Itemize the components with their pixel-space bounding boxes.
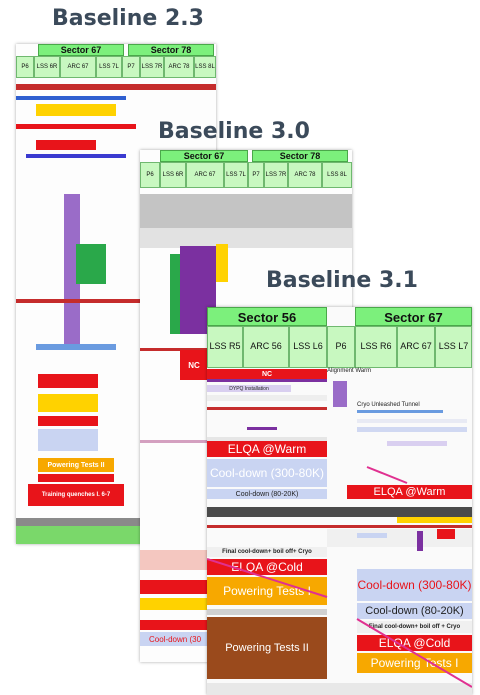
schedule-bar [26, 154, 126, 158]
final-cooldown-right-bar: Final cool-down+ boil off + Cryo [357, 621, 472, 633]
column-header: LSS 7L [224, 162, 248, 188]
schedule-bar [397, 517, 472, 523]
schedule-bar [16, 124, 136, 129]
nc-bar: NC [207, 369, 327, 379]
cool-down-left-bar: Cool-down (300-80K) [207, 459, 327, 487]
column-header: LSS L6 [289, 326, 327, 368]
schedule-bar [207, 407, 327, 410]
column-header: LSS 6R [160, 162, 186, 188]
elqa-cold-left-bar: ELQA @Cold [207, 559, 327, 575]
column-header: LSS 6R [34, 56, 60, 78]
schedule-bar [64, 194, 80, 344]
schedule-bar [36, 104, 116, 116]
schedule-bar [247, 427, 277, 430]
sector-header: Sector 67 [355, 307, 472, 326]
overlay-line [356, 618, 472, 688]
column-header: P7 [248, 162, 264, 188]
schedule-bar [207, 683, 472, 695]
sector-header: Sector 78 [128, 44, 214, 56]
sector-header: Sector 67 [38, 44, 124, 56]
powering-tests-ii-bar: Powering Tests II [207, 617, 327, 679]
arc-header: ARC 56 [243, 326, 289, 368]
schedule-bar [207, 507, 472, 517]
schedule-bar [357, 410, 443, 413]
schedule-bar [16, 84, 216, 90]
column-header: LSS 8L [322, 162, 352, 188]
training-quenches-bar: Training quenches I. 6-7 [28, 484, 124, 506]
arc-header: ARC 78 [164, 56, 194, 78]
dypq-bar: DYPQ Installation [207, 385, 291, 392]
overlay-line [207, 558, 328, 598]
column-header: P6 [16, 56, 34, 78]
schedule-bar [207, 379, 327, 382]
schedule-bar [207, 437, 327, 441]
schedule-bar [38, 394, 98, 412]
nc-bar: NC [180, 350, 208, 380]
column-header: LSS L7 [435, 326, 472, 368]
schedule-bar [36, 344, 116, 350]
schedule-bar [140, 550, 210, 570]
schedule-bar [357, 419, 467, 423]
schedule-bar [140, 580, 210, 594]
baseline-2-3-title: Baseline 2.3 [52, 6, 204, 31]
schedule-bar [16, 518, 216, 526]
arc-header: ARC 67 [397, 326, 435, 368]
cryo-label: Cryo Unleashed Tunnel [357, 402, 420, 408]
column-header: P6 [140, 162, 160, 188]
schedule-bar [76, 244, 106, 284]
baseline-3-1-sheet: Sector 56 Sector 67 LSS R5 ARC 56 LSS L6… [207, 307, 472, 695]
elqa-cold-right-bar: ELQA @Cold [357, 635, 472, 651]
column-header: P7 [122, 56, 140, 78]
schedule-bar [36, 140, 96, 150]
schedule-bar [16, 96, 126, 100]
schedule-bar [333, 381, 347, 407]
schedule-bar [216, 244, 228, 282]
schedule-bar [207, 395, 327, 401]
overlay-lines [207, 466, 472, 688]
schedule-bar [387, 441, 447, 446]
column-header: LSS 7R [264, 162, 288, 188]
column-header: LSS 8L [194, 56, 216, 78]
schedule-bar [357, 427, 467, 432]
column-header: LSS R5 [207, 326, 243, 368]
elqa-warm-right-bar: ELQA @Warm [347, 485, 472, 499]
schedule-bar [16, 299, 216, 303]
column-header: LSS R6 [355, 326, 397, 368]
schedule-bar [140, 598, 210, 610]
schedule-bar [140, 194, 352, 228]
schedule-bar [140, 228, 352, 248]
baseline-3-0-title: Baseline 3.0 [158, 119, 310, 144]
schedule-bar [38, 429, 98, 451]
cool-down-right-2-bar: Cool-down (80-20K) [357, 603, 472, 619]
final-cooldown-left-bar: Final cool-down+ boil off+ Cryo [207, 547, 327, 557]
schedule-bar [437, 529, 455, 539]
cool-down-bar: Cool-down (30 [140, 632, 210, 646]
alignment-label: Alignment Warm [327, 368, 372, 374]
schedule-bar [38, 416, 98, 426]
cool-down-right-bar: Cool-down (300-80K) [357, 569, 472, 601]
schedule-bar [140, 620, 210, 630]
schedule-bar [207, 609, 327, 615]
overlay-line [366, 466, 408, 484]
schedule-bar [207, 525, 472, 528]
arc-header: ARC 67 [60, 56, 96, 78]
sector-header: Sector 56 [207, 307, 327, 326]
schedule-bar [417, 531, 423, 551]
elqa-warm-left-bar: ELQA @Warm [207, 441, 327, 457]
baseline-3-1-title: Baseline 3.1 [266, 268, 418, 293]
sector-header: Sector 67 [160, 150, 248, 162]
column-header: LSS 7L [96, 56, 122, 78]
schedule-bar [38, 474, 114, 482]
column-header: P6 [327, 326, 355, 368]
arc-header: ARC 67 [186, 162, 224, 188]
column-header: LSS 7R [140, 56, 164, 78]
arc-header: ARC 78 [288, 162, 322, 188]
schedule-bar [38, 374, 98, 388]
cool-down-left-2-bar: Cool-down (80-20K) [207, 489, 327, 499]
sector-header: Sector 78 [252, 150, 348, 162]
schedule-bar [357, 533, 387, 538]
powering-tests-ii-bar: Powering Tests II [38, 458, 114, 472]
